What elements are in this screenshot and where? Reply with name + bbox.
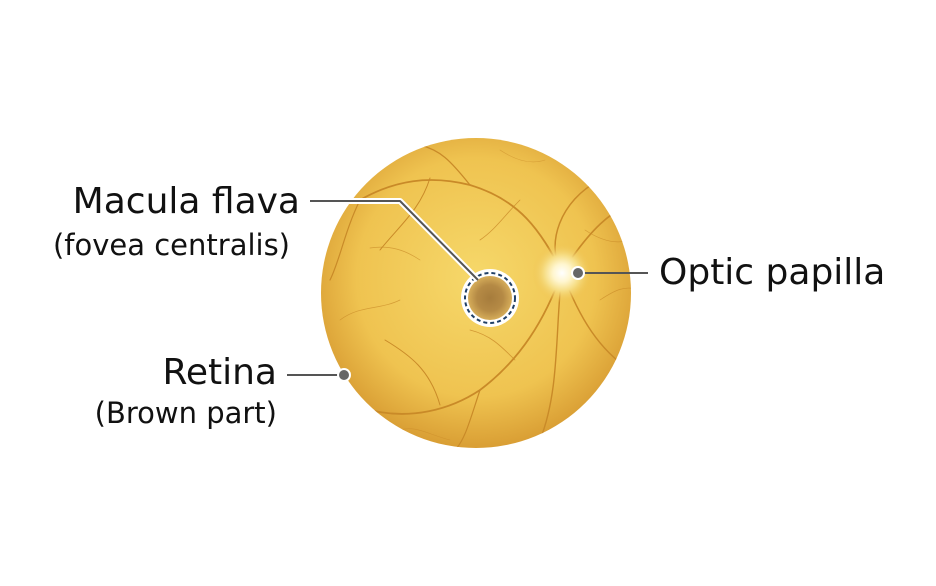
macula-subtitle: (fovea centralis) xyxy=(52,228,290,262)
macula-spot xyxy=(468,276,512,320)
retina-subtitle: (Brown part) xyxy=(94,396,277,430)
retina-leader-dot xyxy=(337,368,351,382)
optic-leader-dot xyxy=(571,266,585,280)
macula-leader-line-inner xyxy=(310,200,479,281)
retina-title: Retina xyxy=(162,352,277,393)
macula-title: Macula flava xyxy=(72,181,300,222)
macula-dashed-outline xyxy=(464,272,516,324)
optic-papilla-glow xyxy=(532,243,592,303)
optic-papilla-title: Optic papilla xyxy=(659,252,886,293)
